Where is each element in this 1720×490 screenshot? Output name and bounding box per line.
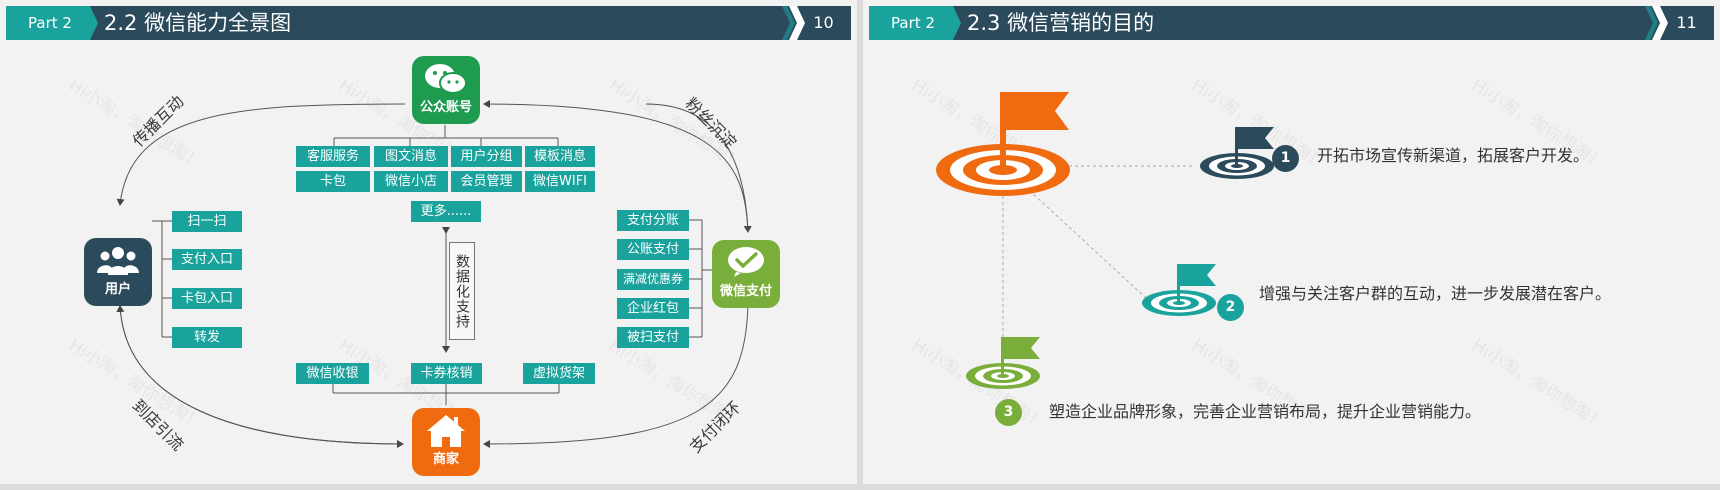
user-feature-tag: 转发 bbox=[172, 327, 242, 348]
feature-tag: 卡包 bbox=[296, 171, 370, 192]
feature-tag: 微信小店 bbox=[374, 171, 448, 192]
feature-tag: 模板消息 bbox=[525, 146, 595, 167]
feature-tag: 客服服务 bbox=[296, 146, 370, 167]
pay-feature-tag: 企业红包 bbox=[617, 298, 689, 319]
pay-feature-tag: 被扫支付 bbox=[617, 327, 689, 348]
goal-text: 开拓市场宣传新渠道，拓展客户开发。 bbox=[1317, 146, 1590, 165]
slide-title: 2.2 微信能力全景图 bbox=[104, 11, 292, 35]
page-number: 10 bbox=[813, 13, 834, 32]
users-icon bbox=[97, 247, 139, 275]
title-bar-shape bbox=[869, 6, 1714, 40]
user-feature-tag: 卡包入口 bbox=[172, 288, 242, 309]
targets-graphic bbox=[936, 92, 1274, 389]
part-label: Part 2 bbox=[28, 14, 72, 32]
official-account-hub: 公众账号 bbox=[412, 56, 480, 124]
slide-title: 2.3 微信营销的目的 bbox=[967, 11, 1155, 35]
wechat-pay-check-icon bbox=[728, 247, 764, 277]
goal-number-badge: 3 bbox=[995, 399, 1022, 426]
hub-label: 公众账号 bbox=[419, 100, 472, 115]
merchant-hub: 商家 bbox=[412, 408, 480, 476]
connector-lines bbox=[116, 100, 752, 448]
hub-label: 微信支付 bbox=[719, 284, 772, 299]
page-number: 11 bbox=[1676, 13, 1697, 32]
pay-feature-tag: 公账支付 bbox=[617, 239, 689, 260]
title-bar: Part 2 2.2 微信能力全景图 10 bbox=[6, 6, 851, 40]
store-house-icon bbox=[427, 415, 465, 447]
merchant-feature-tag: 微信收银 bbox=[296, 363, 369, 384]
target-3-icon bbox=[966, 337, 1040, 389]
target-2-icon bbox=[1142, 264, 1216, 316]
feature-tag: 微信WIFI bbox=[525, 171, 595, 192]
feature-tag: 会员管理 bbox=[451, 171, 522, 192]
goal-number-badge: 2 bbox=[1217, 294, 1244, 321]
more-tag: 更多...... bbox=[411, 201, 481, 222]
title-bar: Part 2 2.3 微信营销的目的 11 bbox=[869, 6, 1714, 40]
user-hub: 用户 bbox=[84, 238, 152, 306]
wechat-pay-hub: 微信支付 bbox=[712, 240, 780, 308]
feature-tag: 图文消息 bbox=[374, 146, 448, 167]
slide-marketing-goals: Hi小淘，淘你想淘！ Hi小淘，淘你想淘！ Hi小淘，淘你想淘！ Hi小淘，淘你… bbox=[863, 0, 1720, 484]
hub-label: 商家 bbox=[432, 452, 459, 467]
main-target-icon bbox=[936, 92, 1070, 196]
wechat-bubbles-icon bbox=[425, 64, 467, 94]
data-support-label: 数据化支持 bbox=[449, 242, 475, 340]
hub-label: 用户 bbox=[104, 282, 131, 297]
pay-feature-tag: 支付分账 bbox=[617, 210, 689, 231]
target-1-icon bbox=[1200, 127, 1274, 179]
user-feature-tag: 扫一扫 bbox=[172, 211, 242, 232]
merchant-feature-tag: 卡券核销 bbox=[411, 363, 482, 384]
slide-capability-map: Hi小淘，淘你想淘！ Hi小淘，淘你想淘！ Hi小淘，淘你想淘！ Hi小淘，淘你… bbox=[0, 0, 857, 484]
goal-number-badge: 1 bbox=[1272, 145, 1299, 172]
merchant-feature-tag: 虚拟货架 bbox=[523, 363, 595, 384]
user-feature-tag: 支付入口 bbox=[172, 249, 242, 270]
goal-text: 增强与关注客户群的互动，进一步发展潜在客户。 bbox=[1259, 284, 1612, 303]
pay-feature-tag: 满减优惠券 bbox=[617, 269, 689, 290]
feature-tag: 用户分组 bbox=[451, 146, 522, 167]
title-bar-shape bbox=[6, 6, 851, 40]
goal-text: 塑造企业品牌形象，完善企业营销布局，提升企业营销能力。 bbox=[1049, 402, 1482, 421]
part-label: Part 2 bbox=[891, 14, 935, 32]
